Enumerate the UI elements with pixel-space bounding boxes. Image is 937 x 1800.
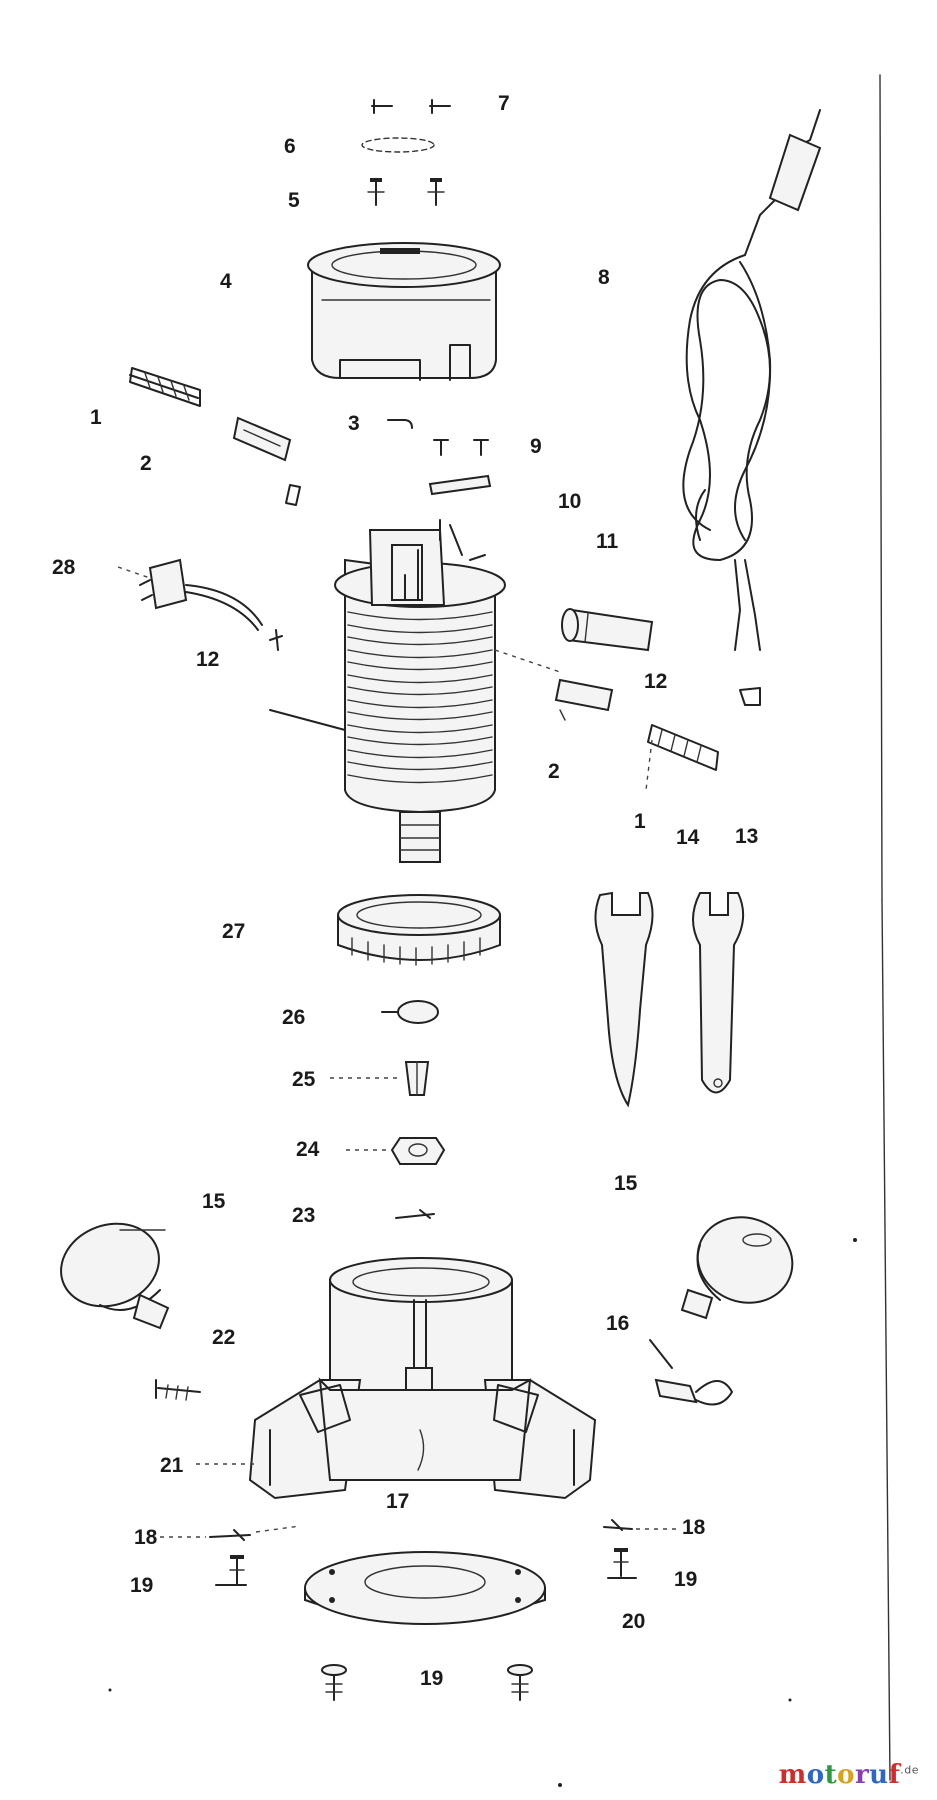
label-10: 10 [558, 490, 581, 513]
part-16-wing-nut [649, 1339, 733, 1406]
label-19-left: 19 [130, 1574, 153, 1597]
label-12-right: 12 [644, 670, 667, 693]
part-14-wrench [594, 891, 654, 1108]
label-12-left: 12 [196, 648, 219, 671]
label-27: 27 [222, 920, 245, 943]
label-24: 24 [296, 1138, 320, 1161]
watermark-letter: f [888, 1760, 901, 1790]
part-5-screws [367, 178, 445, 206]
label-9: 9 [530, 435, 542, 458]
label-2-left: 2 [140, 452, 152, 475]
part-1-brush-screw-left [129, 367, 201, 407]
label-1-left: 1 [90, 406, 102, 429]
label-13: 13 [735, 825, 758, 848]
label-16: 16 [606, 1312, 629, 1335]
callout-labels: 7 6 5 4 8 1 3 9 2 10 11 28 12 12 2 1 14 … [52, 92, 758, 1690]
part-12-piece-right [739, 687, 761, 706]
label-26: 26 [282, 1006, 305, 1029]
watermark-suffix: .de [900, 1763, 919, 1777]
watermark-letter: u [869, 1760, 889, 1790]
label-23: 23 [292, 1204, 315, 1227]
right-border [879, 74, 891, 1781]
part-18-pin-left [160, 1525, 301, 1541]
label-7: 7 [498, 92, 510, 115]
label-4: 4 [220, 270, 232, 293]
label-1-right: 1 [634, 810, 646, 833]
label-6: 6 [284, 135, 296, 158]
part-24-hexnut [346, 1137, 446, 1165]
scan-dots [108, 1238, 857, 1787]
part-3-clip [387, 419, 413, 429]
label-2-right: 2 [548, 760, 560, 783]
part-6-ring [361, 137, 435, 153]
motor-housing [269, 519, 561, 863]
label-28: 28 [52, 556, 76, 579]
part-4-motor-cap [307, 242, 501, 381]
part-2-brush-holder-right [554, 678, 614, 721]
part-25-collet [330, 1061, 430, 1096]
part-15-knob-left [60, 1222, 170, 1330]
part-19-screw-left [215, 1555, 247, 1586]
label-8: 8 [598, 266, 610, 289]
part-22-screw [155, 1379, 201, 1401]
label-21: 21 [160, 1454, 184, 1477]
label-20: 20 [622, 1610, 645, 1633]
label-19-right: 19 [674, 1568, 697, 1591]
part-20-sub-base [304, 1551, 546, 1625]
watermark-letter: t [824, 1760, 838, 1790]
part-27-collar [337, 894, 501, 966]
part-18-pin-right [603, 1519, 676, 1531]
label-22: 22 [212, 1326, 235, 1349]
part-17-router-base [196, 1257, 597, 1500]
part-15-knob-right [680, 1216, 794, 1320]
watermark-letter: r [854, 1760, 870, 1790]
label-14: 14 [676, 826, 700, 849]
watermark-letter: o [806, 1760, 825, 1790]
part-9-screws [433, 439, 489, 456]
label-5: 5 [288, 189, 300, 212]
part-19-screw-bottom-left [321, 1664, 347, 1701]
label-17: 17 [386, 1490, 409, 1513]
part-19-screw-right [607, 1548, 637, 1579]
part-2-brush-holder-left [232, 416, 292, 462]
label-19-bottom: 19 [420, 1667, 443, 1690]
motoruf-watermark: motoruf.de [779, 1760, 919, 1790]
watermark-letter: o [837, 1760, 855, 1790]
label-15-right: 15 [614, 1172, 638, 1195]
label-18-left: 18 [134, 1526, 158, 1549]
part-26-nut [381, 1000, 439, 1024]
part-7-screws [371, 99, 451, 114]
part-19-screw-bottom-right [507, 1664, 533, 1701]
part-1-brush-screw-right [645, 724, 719, 791]
part-12-screw-left [269, 629, 283, 651]
label-18-right: 18 [682, 1516, 706, 1539]
part-11-brush-cap [561, 608, 654, 652]
part-10-terminal [428, 474, 492, 496]
part-13-wrench [692, 892, 745, 1094]
part-8-power-cord [682, 109, 822, 651]
part-23-clip [395, 1209, 435, 1219]
label-15-left: 15 [202, 1190, 226, 1213]
part-28-switch [117, 558, 263, 631]
watermark-letter: m [778, 1760, 807, 1790]
label-25: 25 [292, 1068, 316, 1091]
label-3: 3 [348, 412, 360, 435]
label-11: 11 [596, 530, 619, 553]
part-brush-small [285, 484, 301, 506]
